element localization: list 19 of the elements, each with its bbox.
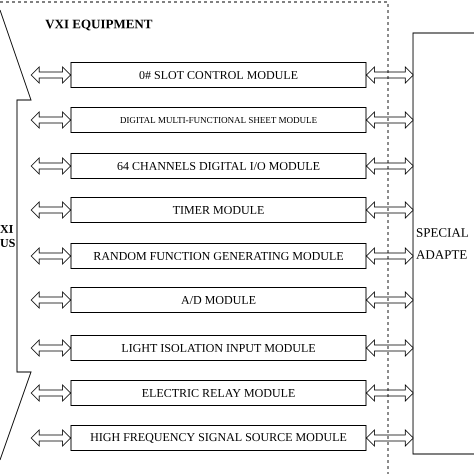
double-arrow [30,291,72,309]
double-arrow [30,66,72,84]
module-box: 64 CHANNELS DIGITAL I/O MODULE [70,153,366,179]
module-box: LIGHT ISOLATION INPUT MODULE [70,335,366,361]
double-arrow [30,429,72,447]
module-box: RANDOM FUNCTION GENERATING MODULE [70,243,366,269]
double-arrow [30,111,72,129]
adapter-box: SPECIAL ADAPTE [412,32,474,454]
double-arrow [30,157,72,175]
double-arrow [30,247,72,265]
module-box: HIGH FREQUENCY SIGNAL SOURCE MODULE [70,425,366,451]
double-arrow [30,384,72,402]
module-box: ELECTRIC RELAY MODULE [70,380,366,406]
double-arrow [30,201,72,219]
module-box: DIGITAL MULTI-FUNCTIONAL SHEET MODULE [70,107,366,133]
double-arrow [30,339,72,357]
module-box: 0# SLOT CONTROL MODULE [70,62,366,88]
module-box: TIMER MODULE [70,197,366,223]
module-box: A/D MODULE [70,287,366,313]
